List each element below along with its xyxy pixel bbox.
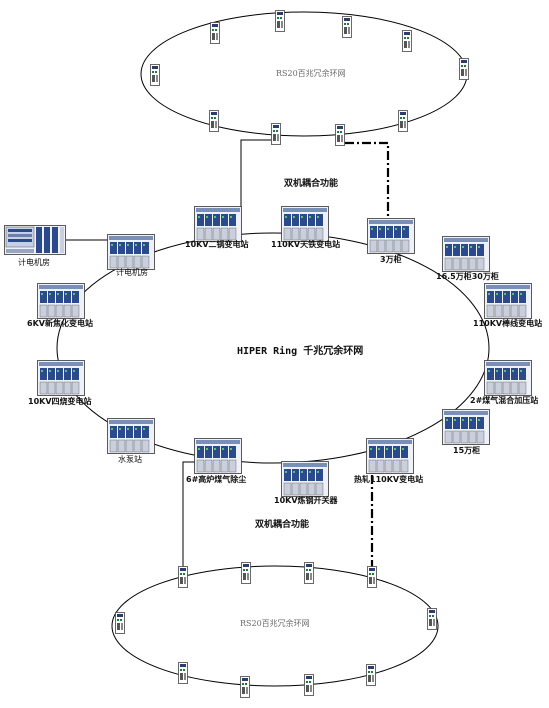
server-rack-icon [4, 225, 66, 255]
station-label: 16.5万柜30万柜 [436, 272, 499, 281]
lower-coupling-label: 双机耦合功能 [255, 520, 310, 530]
lower-ring-title: RS20百兆冗余环网 [240, 619, 310, 628]
main-ring-title: HIPER Ring 千兆冗余环网 [237, 346, 364, 357]
lower-coupling-solid-line [182, 461, 197, 578]
ring-switch-icon [342, 16, 352, 38]
ring-switch-icon [241, 562, 251, 584]
backbone-switch-icon [37, 360, 85, 396]
lower-ring-line [111, 565, 439, 687]
ring-switch-icon [209, 110, 219, 132]
ring-switch-icon [367, 566, 377, 588]
backbone-switch-icon [37, 283, 85, 319]
station-label: 计电机房 [116, 268, 148, 277]
station-label: 3万柜 [380, 255, 402, 264]
upper-ring-title: RS20百兆冗余环网 [276, 69, 346, 78]
ring-switch-icon [304, 562, 314, 584]
upper-coupling-standby-line [345, 141, 390, 230]
station-label: 水泵站 [118, 455, 142, 464]
ring-switch-icon [304, 674, 314, 696]
upper-coupling-label: 双机耦合功能 [284, 179, 339, 189]
ring-switch-icon [398, 110, 408, 132]
station-label: 10KV炼钢开关器 [274, 496, 338, 505]
ring-switch-icon [150, 64, 160, 86]
backbone-switch-icon [281, 461, 329, 497]
station-label: 计电机房 [18, 258, 50, 267]
station-label: 6KV新焦化变电站 [27, 319, 93, 328]
backbone-switch-icon [281, 206, 329, 242]
station-label: 110KV天铁变电站 [271, 240, 341, 249]
ring-switch-icon [178, 662, 188, 684]
station-label: 15万柜 [453, 446, 481, 455]
station-label: 10KV四烧变电站 [28, 397, 92, 406]
station-label: 10KV二锅变电站 [185, 240, 249, 249]
backbone-switch-icon [366, 438, 414, 474]
ring-switch-icon [115, 612, 125, 634]
ring-switch-icon [271, 123, 281, 145]
ring-switch-icon [240, 676, 250, 698]
backbone-switch-icon [194, 206, 242, 242]
backbone-switch-icon [107, 234, 155, 270]
backbone-switch-icon [484, 360, 532, 396]
ring-switch-icon [275, 10, 285, 32]
ring-switch-icon [335, 124, 345, 146]
station-label: 6#高炉煤气除尘 [186, 475, 247, 484]
backbone-switch-icon [484, 283, 532, 319]
ring-switch-icon [210, 22, 220, 44]
ring-switch-icon [427, 608, 437, 630]
ring-switch-icon [366, 664, 376, 686]
backbone-switch-icon [442, 409, 490, 445]
backbone-switch-icon [442, 236, 490, 272]
upper-coupling-solid-line [240, 139, 276, 216]
station-label: 2#煤气混合加压站 [470, 396, 539, 405]
ring-switch-icon [459, 58, 469, 80]
backbone-switch-icon [194, 438, 242, 474]
ring-switch-icon [402, 30, 412, 52]
station-label: 热轧110KV变电站 [354, 475, 424, 484]
ring-switch-icon [178, 566, 188, 588]
station-label: 110KV棒线变电站 [473, 319, 543, 328]
main-ring-line [56, 232, 490, 464]
backbone-switch-icon [367, 218, 415, 254]
backbone-switch-icon [107, 418, 155, 454]
